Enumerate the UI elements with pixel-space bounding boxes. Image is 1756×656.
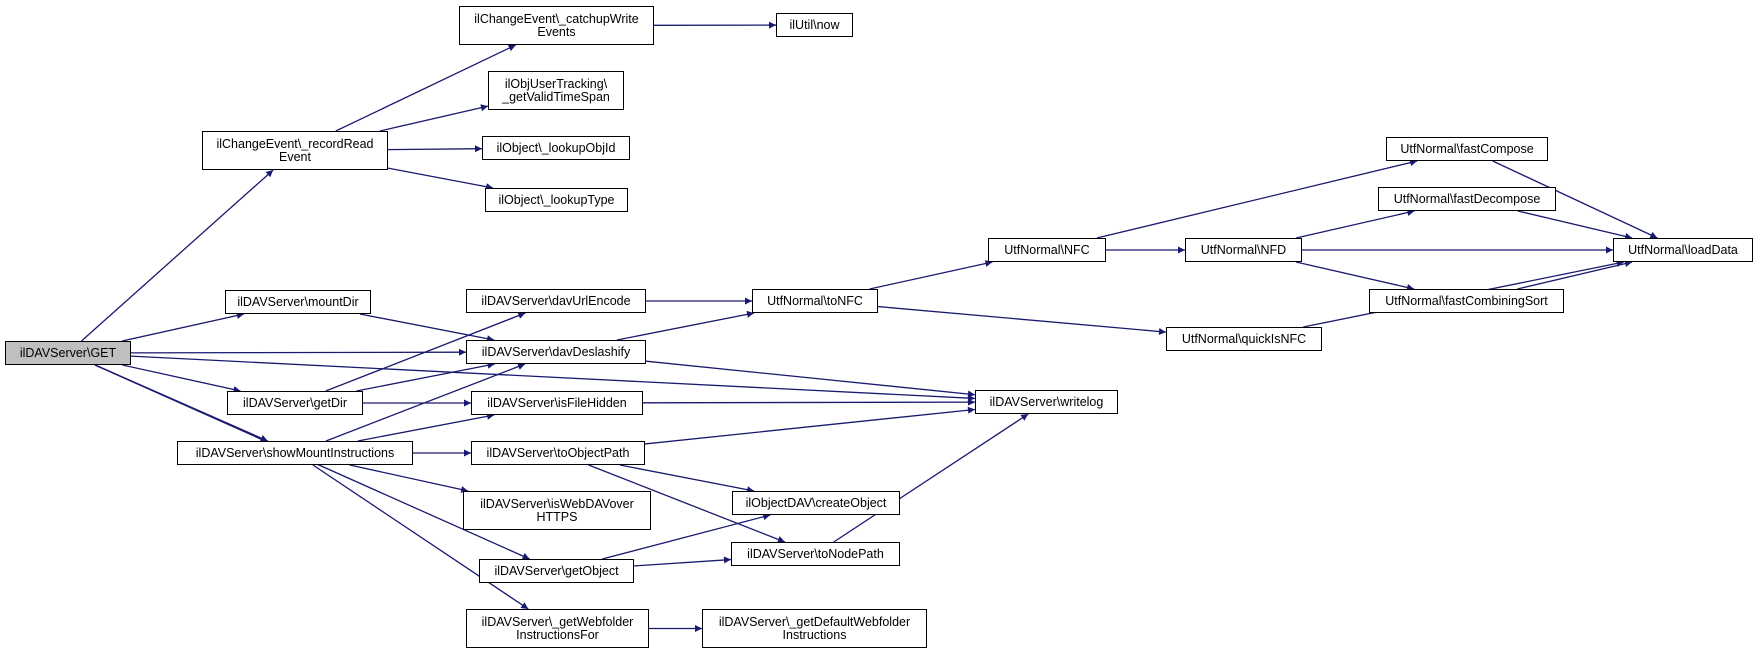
node-nfd[interactable]: UtfNormal\NFD (1185, 238, 1302, 262)
node-mount-dir[interactable]: ilDAVServer\mountDir (225, 290, 371, 314)
node-record-read-event[interactable]: ilChangeEvent\_recordRead Event (202, 131, 388, 170)
node-nfc[interactable]: UtfNormal\NFC (988, 238, 1106, 262)
edge-to-object-path-to-writelog (644, 406, 976, 445)
node-dav-deslashify[interactable]: ilDAVServer\davDeslashify (466, 340, 646, 364)
node-load-data[interactable]: UtfNormal\loadData (1613, 238, 1753, 262)
edge-to-nfc-to-nfc (869, 260, 993, 290)
node-to-object-path[interactable]: ilDAVServer\toObjectPath (471, 441, 645, 465)
edge-record-read-event-to-lookup-obj-id (387, 145, 483, 153)
node-get[interactable]: ilDAVServer\GET (5, 341, 131, 365)
node-create-object[interactable]: ilObjectDAV\createObject (732, 491, 900, 515)
node-is-webdav-over-https[interactable]: ilDAVServer\isWebDAVover HTTPS (463, 491, 651, 530)
node-get-valid-time-span[interactable]: ilObjUserTracking\ _getValidTimeSpan (488, 71, 624, 110)
edge-to-object-path-to-to-node-path (588, 464, 786, 543)
node-get-dir[interactable]: ilDAVServer\getDir (227, 391, 363, 415)
edge-to-nfc-to-quick-is-nfc (877, 305, 1167, 335)
edge-show-mount-instructions-to-is-file-hidden (357, 412, 495, 442)
edge-dav-deslashify-to-to-nfc (616, 310, 755, 341)
node-show-mount-instructions[interactable]: ilDAVServer\showMountInstructions (177, 441, 413, 465)
edge-get-to-writelog (130, 355, 976, 402)
edge-nfd-to-fast-combining-sort (1295, 261, 1415, 291)
edge-get-dir-to-dav-deslashify (356, 361, 495, 392)
edge-show-mount-instructions-to-is-webdav-over-https (349, 464, 469, 493)
edge-record-read-event-to-get-valid-time-span (379, 104, 489, 132)
node-get-webfolder-instructions-for[interactable]: ilDAVServer\_getWebfolder InstructionsFo… (466, 609, 649, 648)
edge-show-mount-instructions-to-dav-deslashify (325, 363, 526, 442)
node-to-node-path[interactable]: ilDAVServer\toNodePath (731, 542, 900, 566)
edge-get-to-get-dir (122, 364, 241, 393)
node-catchup-write-events[interactable]: ilChangeEvent\_catchupWrite Events (459, 6, 654, 45)
node-lookup-obj-id[interactable]: ilObject\_lookupObjId (482, 136, 630, 160)
node-quick-is-nfc[interactable]: UtfNormal\quickIsNFC (1166, 327, 1322, 351)
node-fast-combining-sort[interactable]: UtfNormal\fastCombiningSort (1369, 289, 1564, 313)
edge-mount-dir-to-dav-deslashify (359, 313, 495, 343)
node-get-object[interactable]: ilDAVServer\getObject (479, 559, 634, 583)
edge-fast-compose-to-load-data (1492, 160, 1658, 239)
edge-get-to-dav-deslashify (130, 348, 467, 356)
node-lookup-type[interactable]: ilObject\_lookupType (485, 188, 628, 212)
node-is-file-hidden[interactable]: ilDAVServer\isFileHidden (471, 391, 643, 415)
edge-nfd-to-fast-decompose (1295, 209, 1415, 239)
node-fast-decompose[interactable]: UtfNormal\fastDecompose (1378, 187, 1556, 211)
edge-record-read-event-to-catchup-write-events (335, 44, 516, 132)
node-to-nfc[interactable]: UtfNormal\toNFC (752, 289, 878, 313)
edge-get-to-record-read-event (81, 169, 274, 342)
edge-get-object-to-to-node-path (633, 556, 732, 567)
node-dav-url-encode[interactable]: ilDAVServer\davUrlEncode (466, 289, 646, 313)
edge-is-file-hidden-to-writelog (642, 398, 976, 406)
node-writelog[interactable]: ilDAVServer\writelog (975, 390, 1118, 414)
edge-record-read-event-to-lookup-type (387, 167, 494, 191)
node-util-now[interactable]: ilUtil\now (776, 13, 853, 37)
edge-nfc-to-fast-compose (1096, 159, 1418, 239)
edge-fast-combining-sort-to-load-data (1517, 260, 1633, 290)
edge-get-object-to-create-object (602, 513, 771, 560)
edge-to-node-path-to-writelog (833, 413, 1029, 543)
edge-to-object-path-to-create-object (619, 464, 755, 494)
edge-get-dir-to-dav-url-encode (325, 312, 526, 392)
node-get-default-webfolder-instructions[interactable]: ilDAVServer\_getDefaultWebfolder Instruc… (702, 609, 927, 648)
edge-fast-decompose-to-load-data (1517, 210, 1633, 240)
edge-dav-deslashify-to-writelog (645, 360, 976, 398)
edge-get-to-mount-dir (121, 312, 245, 342)
node-fast-compose[interactable]: UtfNormal\fastCompose (1386, 137, 1548, 161)
edge-show-mount-instructions-to-get-webfolder-instructions-for (312, 464, 529, 610)
